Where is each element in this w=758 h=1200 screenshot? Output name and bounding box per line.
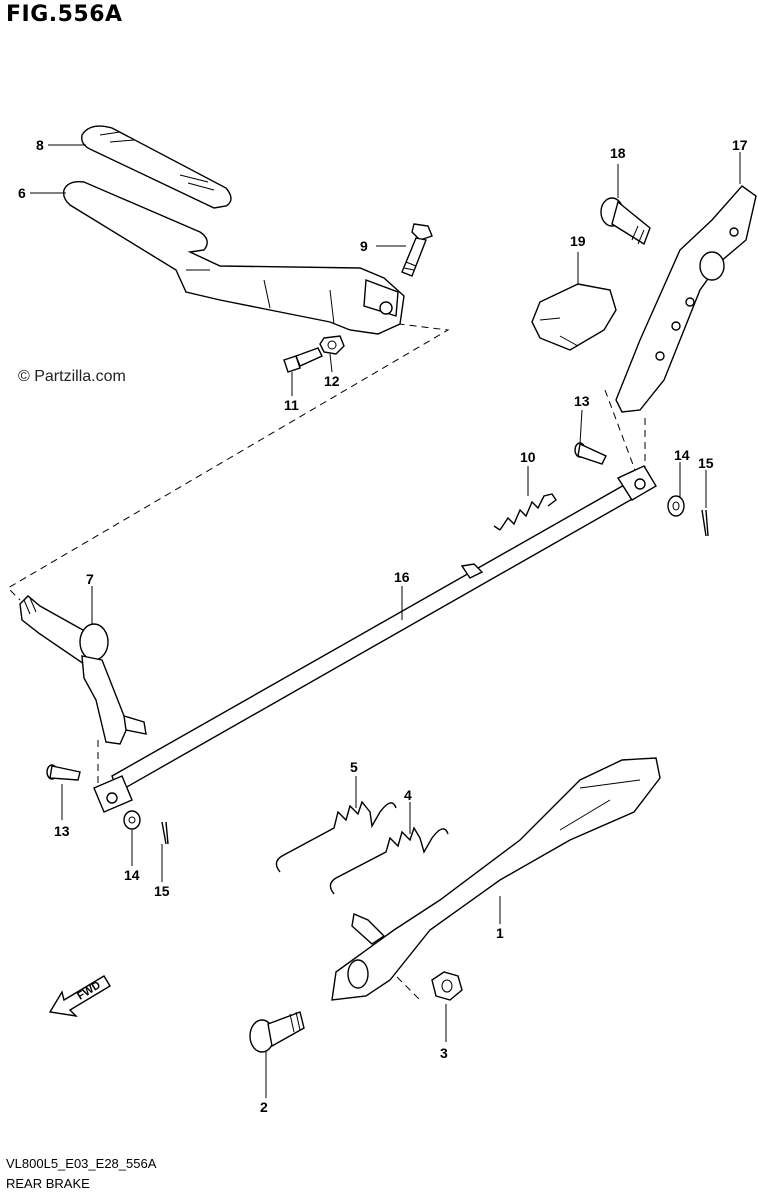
callout-14-upper[interactable]: 14: [674, 447, 690, 463]
callout-6[interactable]: 6: [18, 185, 26, 201]
part-9-bolt[interactable]: [401, 223, 433, 277]
part-5-spring[interactable]: [275, 800, 397, 873]
part-15-cotter-pin-upper[interactable]: [701, 509, 709, 537]
part-17-brake-lever-arm[interactable]: [615, 185, 757, 413]
callout-12[interactable]: 12: [324, 373, 340, 389]
part-15-cotter-pin-lower[interactable]: [161, 821, 169, 845]
part-19-cover[interactable]: [531, 283, 617, 351]
part-6-brake-pedal[interactable]: [62, 180, 405, 335]
callout-13-lower[interactable]: 13: [54, 823, 70, 839]
part-3-nut[interactable]: [431, 971, 463, 1001]
callout-numbers: 8 6 9 11 12 18 17 19 13 10 14 15 16 7 13…: [18, 137, 748, 1115]
part-16-brake-rod[interactable]: [93, 465, 657, 813]
callout-16[interactable]: 16: [394, 569, 410, 585]
callout-9[interactable]: 9: [360, 238, 368, 254]
callout-17[interactable]: 17: [732, 137, 748, 153]
callout-8[interactable]: 8: [36, 137, 44, 153]
callout-11[interactable]: 11: [284, 397, 299, 413]
callout-4[interactable]: 4: [404, 787, 412, 803]
callout-1[interactable]: 1: [496, 925, 504, 941]
part-12-nut[interactable]: [319, 335, 345, 355]
part-13-clevis-pin-upper[interactable]: [574, 442, 607, 465]
figure-caption: REAR BRAKE: [6, 1176, 90, 1191]
callout-15-lower[interactable]: 15: [154, 883, 170, 899]
part-18-pivot-pin[interactable]: [600, 197, 651, 246]
part-14-washer-lower[interactable]: [123, 810, 141, 830]
part-7-brake-shaft-arm[interactable]: [19, 595, 147, 745]
callout-2[interactable]: 2: [260, 1099, 268, 1115]
callout-13-upper[interactable]: 13: [574, 393, 590, 409]
part-2-bolt[interactable]: [249, 1011, 305, 1053]
callout-3[interactable]: 3: [440, 1045, 448, 1061]
callout-14-lower[interactable]: 14: [124, 867, 140, 883]
part-13-clevis-pin-lower[interactable]: [46, 764, 81, 781]
figure-title: FIG.556A: [6, 2, 123, 27]
callout-5[interactable]: 5: [350, 759, 358, 775]
forward-direction-arrow: FWD: [48, 975, 111, 1018]
callout-15-upper[interactable]: 15: [698, 455, 714, 471]
callout-7[interactable]: 7: [86, 571, 94, 587]
part-1-side-stand[interactable]: [331, 757, 661, 1001]
copyright-watermark: © Partzilla.com: [18, 368, 126, 385]
figure-code: VL800L5_E03_E28_556A: [6, 1156, 157, 1171]
part-14-washer-upper[interactable]: [667, 495, 685, 517]
callout-leader-lines: [30, 144, 741, 1098]
callout-10[interactable]: 10: [520, 449, 536, 465]
part-10-return-spring[interactable]: [493, 493, 557, 531]
part-4-spring[interactable]: [329, 826, 449, 895]
callout-18[interactable]: 18: [610, 145, 626, 161]
part-11-bolt[interactable]: [283, 347, 323, 373]
callout-19[interactable]: 19: [570, 233, 586, 249]
